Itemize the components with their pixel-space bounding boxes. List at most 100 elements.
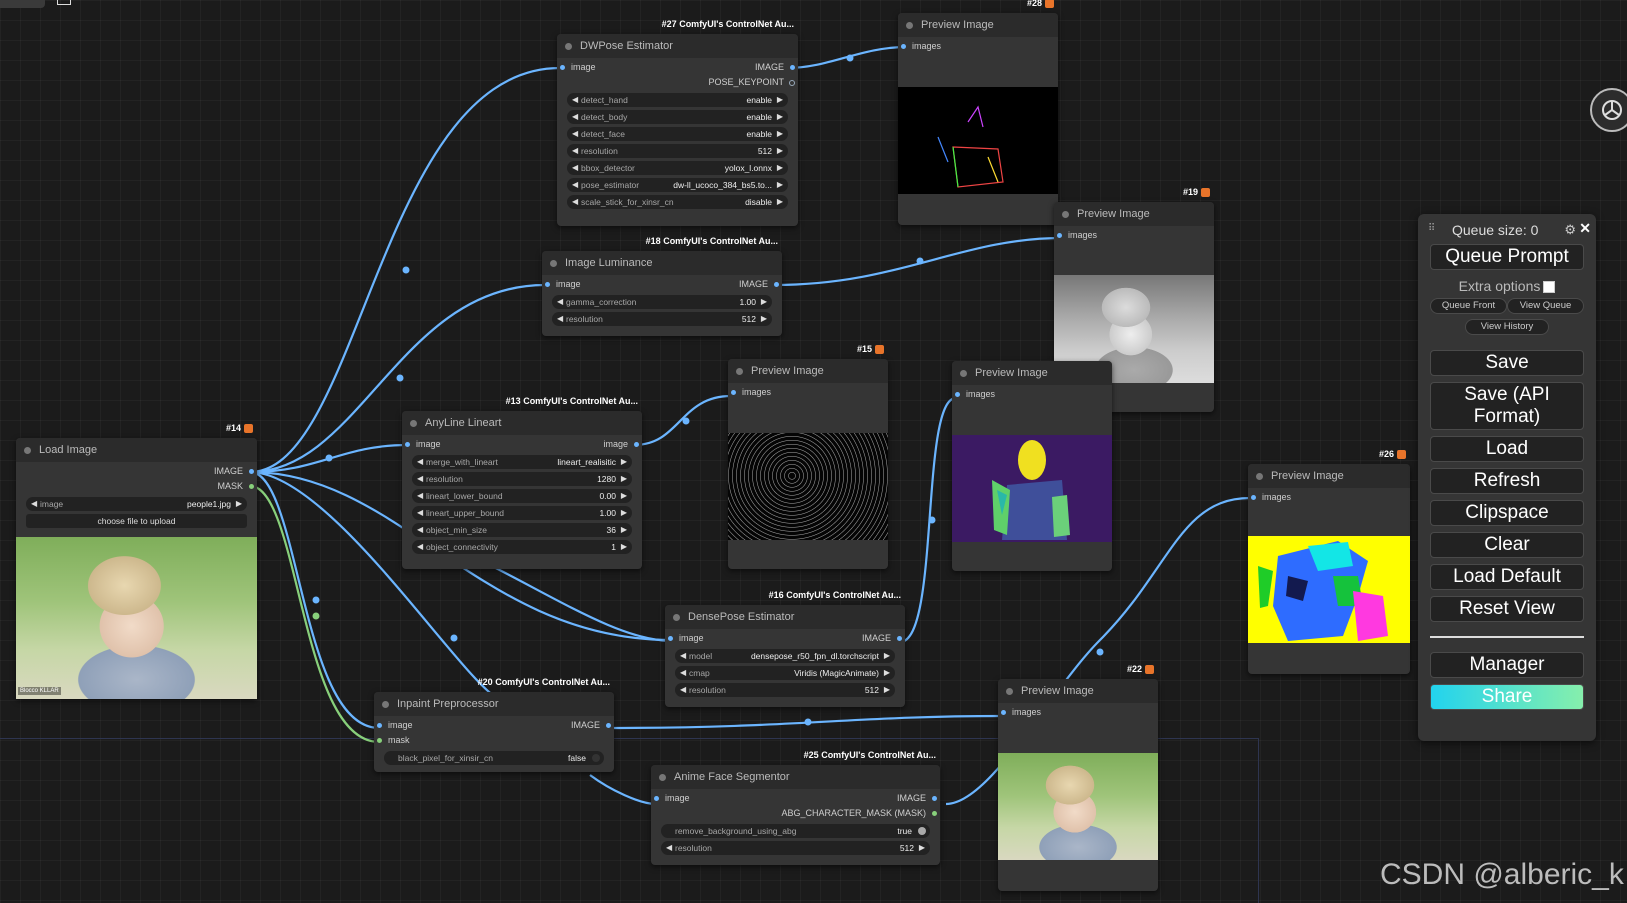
node-inpaint-preprocessor[interactable]: #20 ComfyUI's ControlNet Au... Inpaint P… [374,677,614,772]
save-button[interactable]: Save [1430,350,1584,376]
refresh-button[interactable]: Refresh [1430,468,1584,494]
extra-options-checkbox[interactable] [1543,281,1556,294]
input-slot-images[interactable] [1057,233,1062,238]
node-id-badge: #20 ComfyUI's ControlNet Au... [477,677,610,687]
comfy-logo-icon[interactable] [1590,88,1627,132]
manager-button[interactable]: Manager [1430,652,1584,678]
output-label: MASK [217,481,243,491]
view-queue-button[interactable]: View Queue [1507,298,1584,314]
input-slot-images[interactable] [1001,710,1006,715]
queue-prompt-button[interactable]: Queue Prompt [1430,244,1584,270]
node-id-badge: #13 ComfyUI's ControlNet Au... [505,396,638,406]
node-id-badge: #19 [1183,187,1210,197]
drag-handle-icon[interactable]: ⠿ [1428,223,1435,234]
collapse-dot-icon[interactable] [565,42,572,50]
node-preview-image-26[interactable]: #26 Preview Image images [1248,449,1410,674]
arrow-right-icon[interactable]: ▶ [235,499,242,508]
node-image-luminance[interactable]: #18 ComfyUI's ControlNet Au... Image Lum… [542,236,782,336]
load-button[interactable]: Load [1430,436,1584,462]
node-title: Preview Image [751,365,824,377]
close-icon[interactable]: ✕ [1579,220,1591,236]
input-slot-image[interactable] [668,636,673,641]
input-slot-image[interactable] [377,723,382,728]
extra-options-row: Extra options [1418,278,1596,294]
node-preview-image-15[interactable]: #15 Preview Image images [728,344,888,569]
menu-icon[interactable] [57,0,71,5]
output-slot-image[interactable] [249,469,254,474]
output-slot-image[interactable] [634,442,639,447]
output-slot-mask[interactable] [249,484,254,489]
top-bar-tab[interactable] [0,0,45,8]
node-anyline-lineart[interactable]: #13 ComfyUI's ControlNet Au... AnyLine L… [402,396,642,569]
node-densepose-estimator[interactable]: #16 ComfyUI's ControlNet Au... DensePose… [665,590,905,707]
view-history-button[interactable]: View History [1465,319,1549,335]
input-slot-image[interactable] [560,65,565,70]
upload-button[interactable]: choose file to upload [26,514,247,528]
preview-image [952,435,1112,542]
node-preview-image-densepose[interactable]: Preview Image images [952,361,1112,571]
save-api-format-button[interactable]: Save (API Format) [1430,382,1584,430]
extra-options-label: Extra options [1458,278,1541,294]
output-slot-mask[interactable] [932,811,937,816]
share-button[interactable]: Share [1430,684,1584,710]
load-default-button[interactable]: Load Default [1430,564,1584,590]
node-preview-image-19[interactable]: #19 Preview Image images [1054,187,1214,412]
output-slot-image[interactable] [790,65,795,70]
output-slot-image[interactable] [774,282,779,287]
node-dwpose-estimator[interactable]: #27 ComfyUI's ControlNet Au... DWPose Es… [557,19,798,226]
input-slot-images[interactable] [731,390,736,395]
node-preview-image-22[interactable]: #22 Preview Image images [998,664,1158,891]
clear-button[interactable]: Clear [1430,532,1584,558]
gear-icon[interactable]: ⚙ [1564,222,1576,237]
clipspace-button[interactable]: Clipspace [1430,500,1584,526]
input-slot-images[interactable] [1251,495,1256,500]
input-slot-image[interactable] [654,796,659,801]
input-slot-mask[interactable] [377,738,382,743]
input-slot-image[interactable] [405,442,410,447]
node-preview-image-28[interactable]: #28 Preview Image images [898,0,1058,225]
node-title: Preview Image [1077,208,1150,220]
node-anime-face-segmentor[interactable]: #25 ComfyUI's ControlNet Au... Anime Fac… [651,750,940,865]
output-slot-pose-keypoint[interactable] [789,80,795,86]
group-border [1258,738,1259,903]
input-slot-image[interactable] [545,282,550,287]
reset-view-button[interactable]: Reset View [1430,596,1584,622]
fox-icon [1201,187,1210,197]
collapse-dot-icon[interactable] [24,446,31,454]
node-title: Preview Image [1021,685,1094,697]
fox-icon [875,344,884,354]
output-slot-image[interactable] [606,723,611,728]
queue-front-button[interactable]: Queue Front [1430,298,1507,314]
node-id-badge: #14 [226,423,253,433]
output-slot-image[interactable] [932,796,937,801]
output-slot-image[interactable] [897,636,902,641]
node-title: Inpaint Preprocessor [397,698,499,710]
input-slot-images[interactable] [901,44,906,49]
input-slot-images[interactable] [955,392,960,397]
arrow-left-icon[interactable]: ◀ [31,499,38,508]
